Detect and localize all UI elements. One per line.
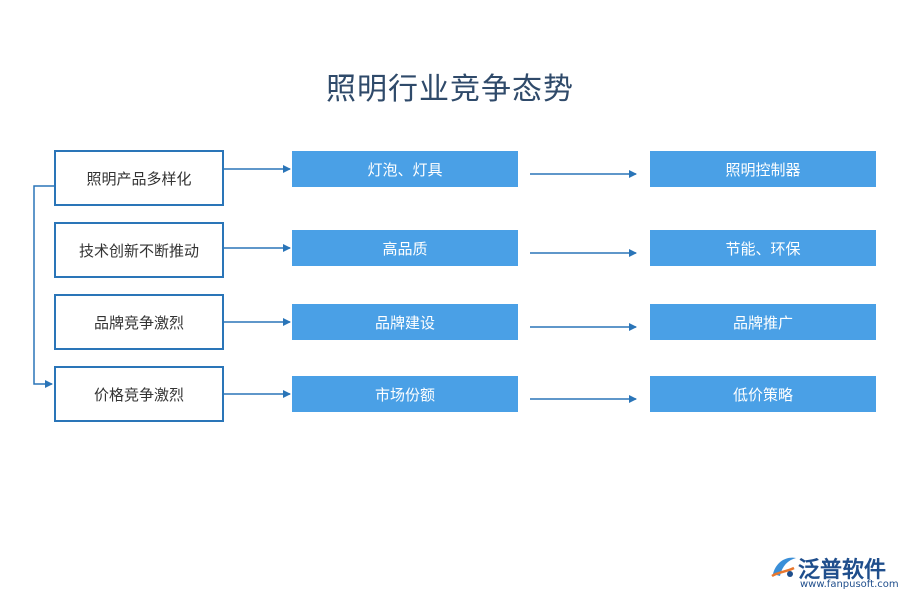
factor-box: 照明产品多样化 — [54, 150, 224, 206]
page-title: 照明行业竞争态势 — [326, 72, 574, 107]
result-box: 品牌推广 — [650, 304, 876, 340]
result-box: 低价策略 — [650, 376, 876, 412]
bracket-connector — [33, 185, 54, 388]
aspect-box: 高品质 — [292, 230, 518, 266]
factor-box: 品牌竞争激烈 — [54, 294, 224, 350]
diagram-row: 品牌竞争激烈 — [0, 294, 900, 350]
result-box: 照明控制器 — [650, 151, 876, 187]
diagram-row: 照明产品多样化 — [0, 150, 900, 206]
diagram-row: 价格竞争激烈 — [0, 366, 900, 422]
logo-url: www.fanpusoft.com — [800, 579, 899, 590]
diagram-row: 技术创新不断推动 — [0, 222, 900, 278]
factor-box: 技术创新不断推动 — [54, 222, 224, 278]
fanpu-logo-icon — [771, 557, 796, 578]
logo-name: 泛普软件 — [798, 558, 887, 583]
factor-box: 价格竞争激烈 — [54, 366, 224, 422]
brand-logo: 泛普软件 www.fanpusoft.com — [770, 552, 899, 596]
aspect-box: 灯泡、灯具 — [292, 151, 518, 187]
aspect-box: 品牌建设 — [292, 304, 518, 340]
aspect-box: 市场份额 — [292, 376, 518, 412]
result-box: 节能、环保 — [650, 230, 876, 266]
